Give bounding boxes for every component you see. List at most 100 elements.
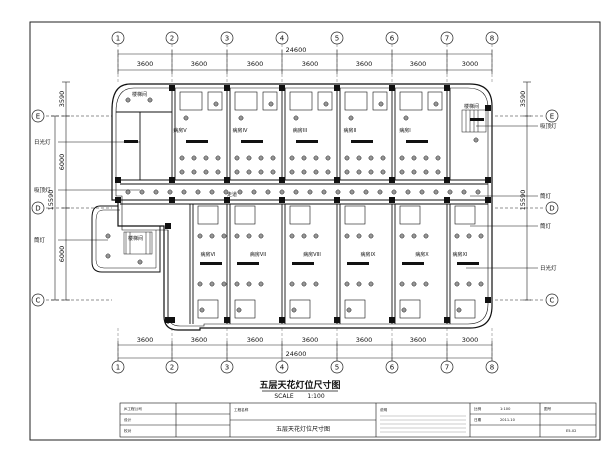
downlight xyxy=(356,233,362,239)
downlight xyxy=(139,189,145,195)
downlight xyxy=(213,101,219,107)
column xyxy=(444,85,450,91)
tb-date-label: 日期 xyxy=(474,417,482,422)
downlight xyxy=(234,169,240,175)
sheet-border xyxy=(29,21,601,441)
column xyxy=(334,197,340,203)
downlight xyxy=(454,281,460,287)
axis-label: D xyxy=(35,205,40,213)
bathroom-box xyxy=(454,205,476,225)
axis-label: 3 xyxy=(225,35,229,43)
room-label: 病房X xyxy=(415,251,429,258)
downlight xyxy=(167,189,173,195)
axis-bubble-D-right: D xyxy=(545,201,559,215)
callout-label: 筒灯 xyxy=(540,222,552,230)
axis-label: 7 xyxy=(445,364,449,372)
left-segment-label: 6000 xyxy=(58,246,66,263)
left-segment-label: 6000 xyxy=(58,154,66,171)
callout-label: 吸顶灯 xyxy=(34,186,51,194)
bathroom-box xyxy=(262,91,278,111)
fluorescent-light xyxy=(457,262,479,265)
downlight xyxy=(234,281,240,287)
top-segment-label: 3000 xyxy=(462,60,479,68)
axis-label: 4 xyxy=(280,35,285,43)
bathroom-box xyxy=(207,91,223,111)
downlight xyxy=(289,169,295,175)
downlight xyxy=(191,169,197,175)
room-label: 病房I xyxy=(399,127,410,134)
scale-label: SCALE xyxy=(274,393,293,400)
fluorescent-light xyxy=(200,262,222,265)
downlight xyxy=(215,169,221,175)
downlight xyxy=(447,189,453,195)
right-dimensions xyxy=(495,81,545,301)
callout-label: 日光灯 xyxy=(34,138,51,146)
downlight xyxy=(423,169,429,175)
downlight xyxy=(405,189,411,195)
downlight xyxy=(203,169,209,175)
downlight xyxy=(435,155,441,161)
downlight xyxy=(221,233,227,239)
ceiling-lights xyxy=(105,97,484,313)
axis-bubble-C-right: C xyxy=(545,293,559,307)
top-segment-label: 3600 xyxy=(247,60,264,68)
column xyxy=(279,197,285,203)
bathroom-box xyxy=(344,205,366,225)
tb-scale-value: 1:100 xyxy=(500,407,511,411)
drawing-title: 五层天花灯位尺寸图 xyxy=(259,379,340,391)
downlight xyxy=(461,189,467,195)
bottom-segment-label: 3000 xyxy=(462,336,479,344)
upper-partitions xyxy=(116,88,451,180)
axis-bubble-3: 3 xyxy=(220,360,234,374)
tb-notes-label: 说明 xyxy=(380,407,388,412)
column xyxy=(334,85,340,91)
downlight xyxy=(301,155,307,161)
downlight xyxy=(344,281,350,287)
scale-value: 1:100 xyxy=(307,393,324,400)
downlight xyxy=(399,233,405,239)
downlight xyxy=(301,281,307,287)
axis-label: E xyxy=(550,113,554,121)
column xyxy=(485,297,491,303)
downlight xyxy=(377,189,383,195)
axis-bubble-8: 8 xyxy=(485,360,499,374)
room-label: 楼梯间 xyxy=(464,103,479,110)
room-label: 病房XI xyxy=(453,251,468,258)
axis-bubble-5: 5 xyxy=(330,31,344,45)
lower-partitions xyxy=(167,204,451,324)
fluorescent-light xyxy=(351,140,373,143)
bathroom-box xyxy=(372,91,388,111)
top-segment-label: 3600 xyxy=(410,60,427,68)
downlight xyxy=(411,281,417,287)
corridor-label: 走道 xyxy=(227,191,237,198)
room-label: 病房VIII xyxy=(303,251,321,258)
downlight xyxy=(246,155,252,161)
downlight xyxy=(197,233,203,239)
fluorescent-light xyxy=(186,140,208,143)
downlight xyxy=(380,155,386,161)
room-label: 病房VI xyxy=(201,251,216,258)
downlight xyxy=(181,189,187,195)
downlight xyxy=(399,155,405,161)
room-label: 病房VII xyxy=(250,251,266,258)
downlight xyxy=(368,169,374,175)
axis-label: 2 xyxy=(170,35,174,43)
bathroom-box xyxy=(399,205,421,225)
bathroom-box xyxy=(344,299,366,319)
title-block xyxy=(119,402,597,438)
column xyxy=(115,177,121,183)
tb-notes-lines xyxy=(380,415,466,433)
bathroom-box xyxy=(317,91,333,111)
downlight xyxy=(258,155,264,161)
downlight xyxy=(221,281,227,287)
downlight xyxy=(344,233,350,239)
axis-label: C xyxy=(550,297,555,305)
top-segment-label: 3600 xyxy=(302,60,319,68)
axis-label: 2 xyxy=(170,364,174,372)
downlight xyxy=(419,189,425,195)
downlight xyxy=(401,307,407,313)
column xyxy=(169,85,175,91)
downlight xyxy=(433,189,439,195)
axis-bubble-1: 1 xyxy=(111,31,125,45)
